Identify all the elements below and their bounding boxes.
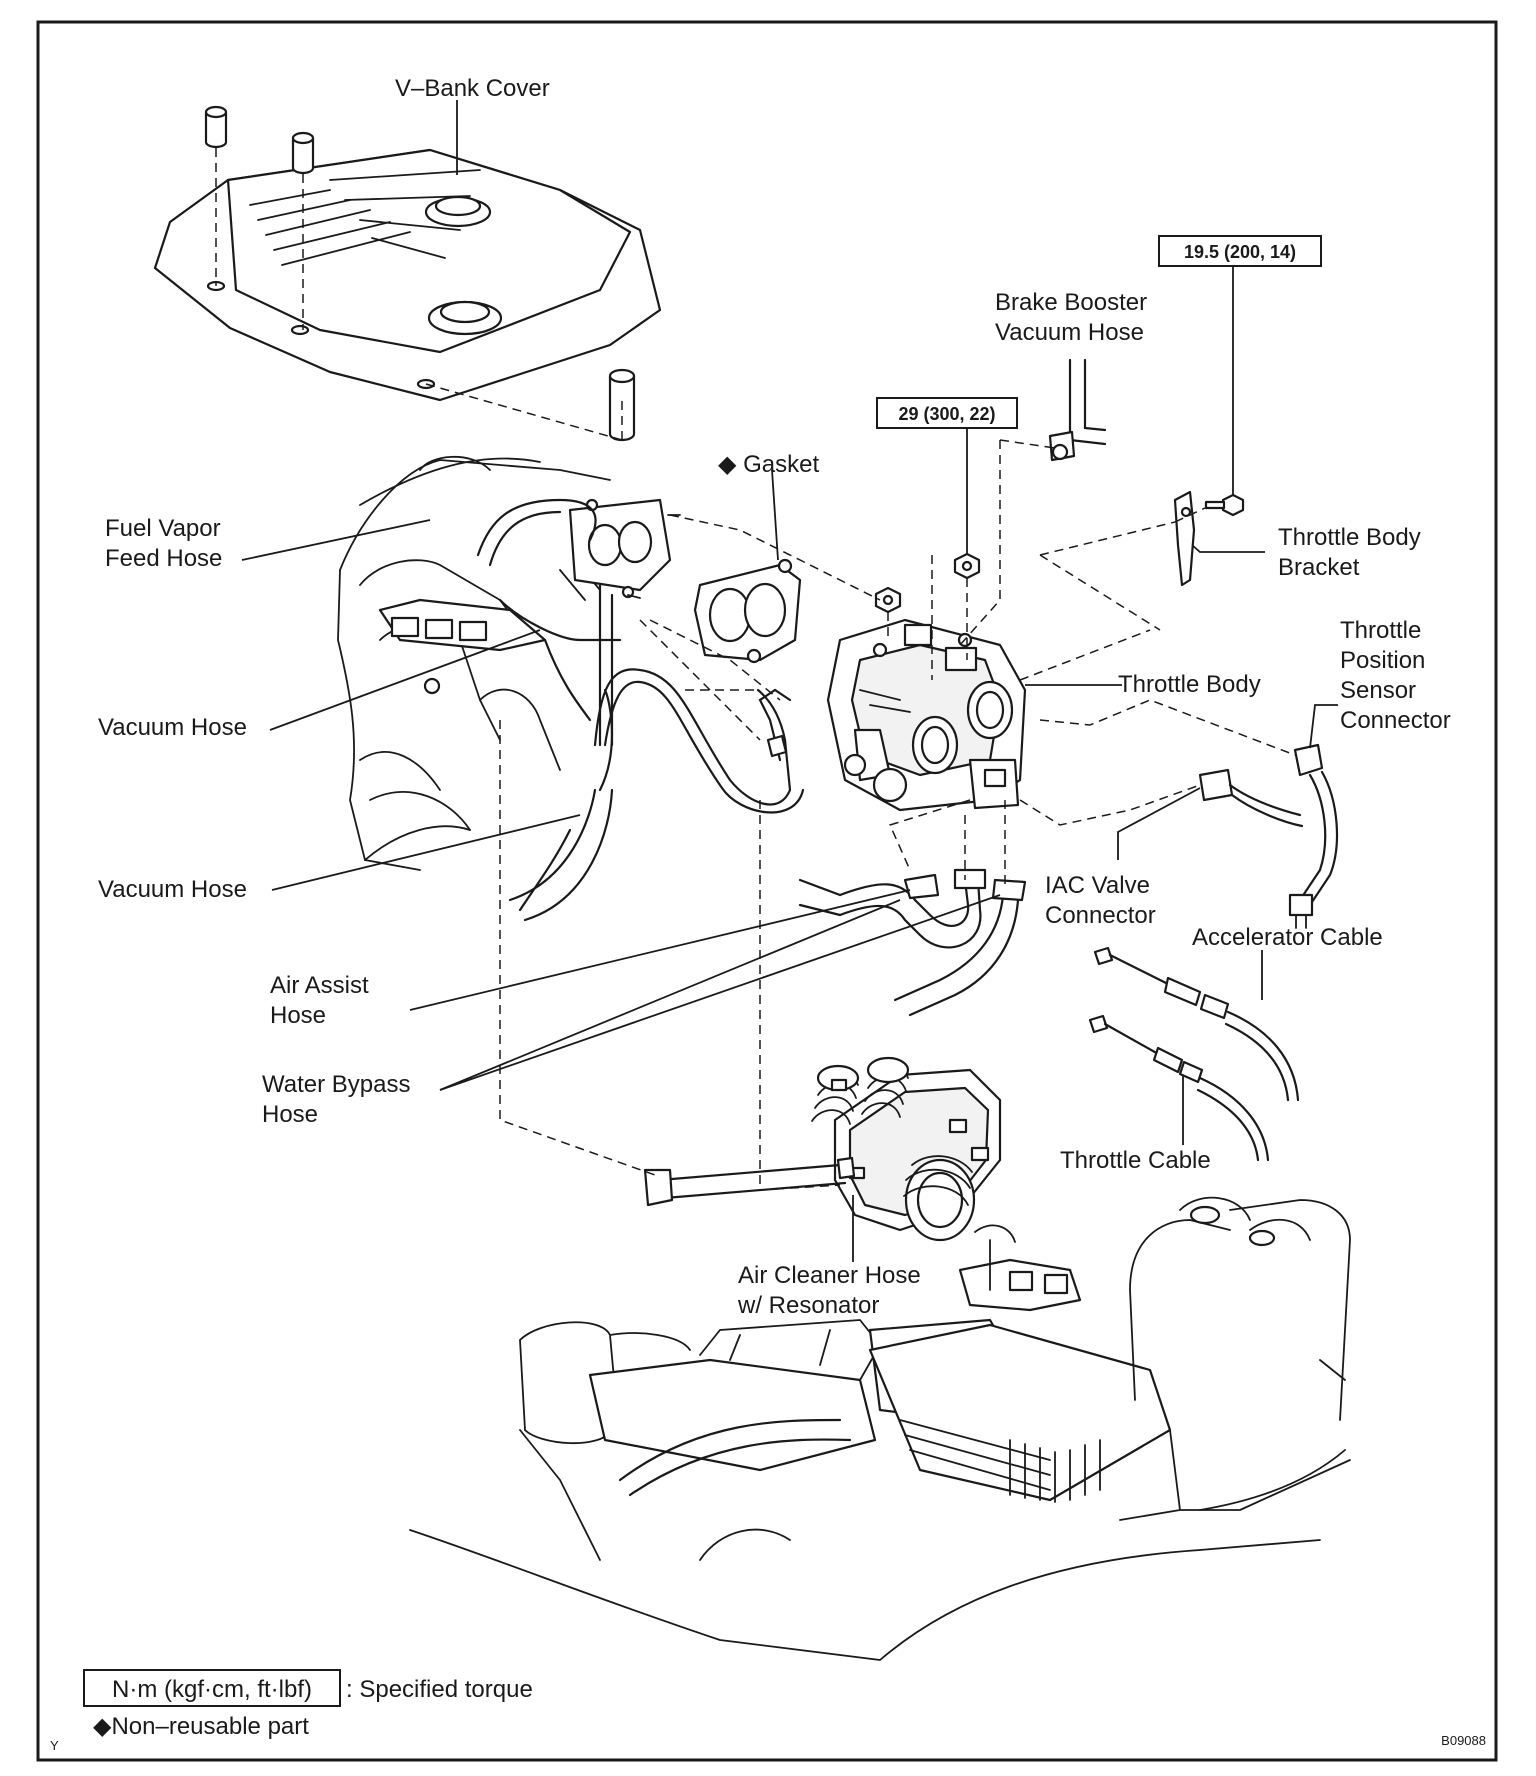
label-gasket: ◆ Gasket <box>718 451 819 478</box>
gasket-part <box>693 558 802 664</box>
label-iac-2: Connector <box>1045 902 1156 929</box>
torque-box-bracket <box>1158 235 1322 267</box>
figure-code: B09088 <box>1441 1733 1486 1748</box>
iac-valve-connector-part <box>1198 768 1304 828</box>
brake-booster-hose-part <box>1048 358 1107 462</box>
legend: N·m (kgf·cm, ft·lbf) : Specified torque … <box>83 1669 533 1740</box>
label-fuel-vapor-2: Feed Hose <box>105 545 222 572</box>
label-air-cleaner-2: w/ Resonator <box>737 1292 879 1319</box>
label-fuel-vapor-1: Fuel Vapor <box>105 515 221 542</box>
label-brake-booster-2: Vacuum Hose <box>995 319 1144 346</box>
label-tps-4: Connector <box>1340 707 1451 734</box>
label-throttle-bracket-2: Bracket <box>1278 554 1360 581</box>
label-water-bypass-2: Hose <box>262 1101 318 1128</box>
torque-bracket-bolt: 19.5 (200, 14) <box>1184 242 1296 262</box>
label-throttle-cable: Throttle Cable <box>1060 1147 1211 1174</box>
label-throttle-bracket-1: Throttle Body <box>1278 524 1421 551</box>
throttle-body-part <box>826 618 1027 812</box>
label-tps-3: Sensor <box>1340 677 1416 704</box>
label-air-assist-2: Hose <box>270 1002 326 1029</box>
label-accelerator-cable: Accelerator Cable <box>1192 924 1383 951</box>
label-throttle-body: Throttle Body <box>1118 671 1261 698</box>
label-vacuum-hose-upper: Vacuum Hose <box>98 714 247 741</box>
throttle-cable-part <box>1088 1014 1270 1162</box>
label-air-assist-1: Air Assist <box>270 972 369 999</box>
legend-torque-unit: N·m (kgf·cm, ft·lbf) <box>112 1676 312 1703</box>
nut-parts <box>874 493 1245 614</box>
label-iac-1: IAC Valve <box>1045 872 1150 899</box>
intake-manifold-part <box>337 455 611 871</box>
engine-bay-lower <box>409 1196 1351 1661</box>
legend-non-reusable: ◆Non–reusable part <box>93 1713 309 1740</box>
label-tps-1: Throttle <box>1340 617 1421 644</box>
accelerator-cable-part <box>1093 946 1300 1102</box>
torque-throttle-body-nut: 29 (300, 22) <box>898 404 995 424</box>
label-water-bypass-1: Water Bypass <box>262 1071 411 1098</box>
label-air-cleaner-1: Air Cleaner Hose <box>738 1262 921 1289</box>
torque-box-throttle-body <box>876 397 1018 429</box>
corner-mark-y: Y <box>50 1738 59 1753</box>
air-assist-water-bypass-hoses <box>798 868 1027 1017</box>
diagram-frame <box>36 20 1498 1762</box>
air-cleaner-hose-part <box>811 1056 1002 1242</box>
tps-connector-part <box>1288 743 1339 929</box>
throttle-body-bracket-part <box>1173 490 1196 587</box>
label-v-bank-cover: V–Bank Cover <box>395 75 550 102</box>
legend-torque-desc: : Specified torque <box>346 1676 533 1703</box>
label-tps-2: Position <box>1340 647 1425 674</box>
label-vacuum-hose-lower: Vacuum Hose <box>98 876 247 903</box>
manifold-flange-part <box>568 498 681 599</box>
v-bank-cover-part <box>153 148 662 402</box>
label-brake-booster-1: Brake Booster <box>995 289 1147 316</box>
legend-torque-box <box>83 1669 341 1707</box>
